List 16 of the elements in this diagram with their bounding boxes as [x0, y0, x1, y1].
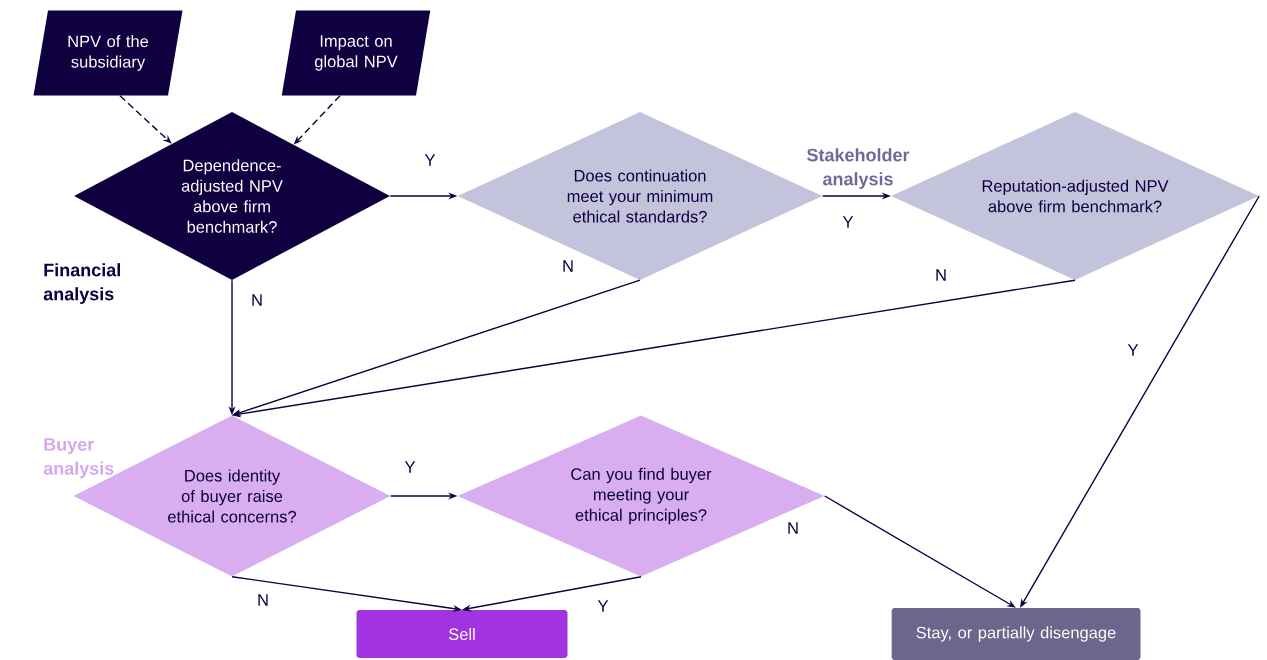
edge-label: Y [841, 215, 855, 229]
edge-label: N [256, 593, 270, 607]
edge-label: N [561, 259, 575, 273]
edge-label: N [786, 521, 800, 535]
arrow [824, 495, 1016, 608]
input-parallelogram: Impact on global NPV [281, 10, 431, 96]
input-parallelogram: NPV of the subsidiary [33, 10, 183, 96]
outcome-box: Sell [356, 610, 568, 658]
edge-label: Y [1126, 343, 1140, 357]
edge-label: N [934, 268, 948, 282]
edge-label: Y [596, 599, 610, 613]
edge-label: N [250, 293, 264, 307]
outcome-box: Stay, or partially disengage [891, 608, 1141, 660]
edge-label: Y [423, 153, 437, 167]
arrow [119, 95, 172, 144]
edge-label: Y [403, 460, 417, 474]
